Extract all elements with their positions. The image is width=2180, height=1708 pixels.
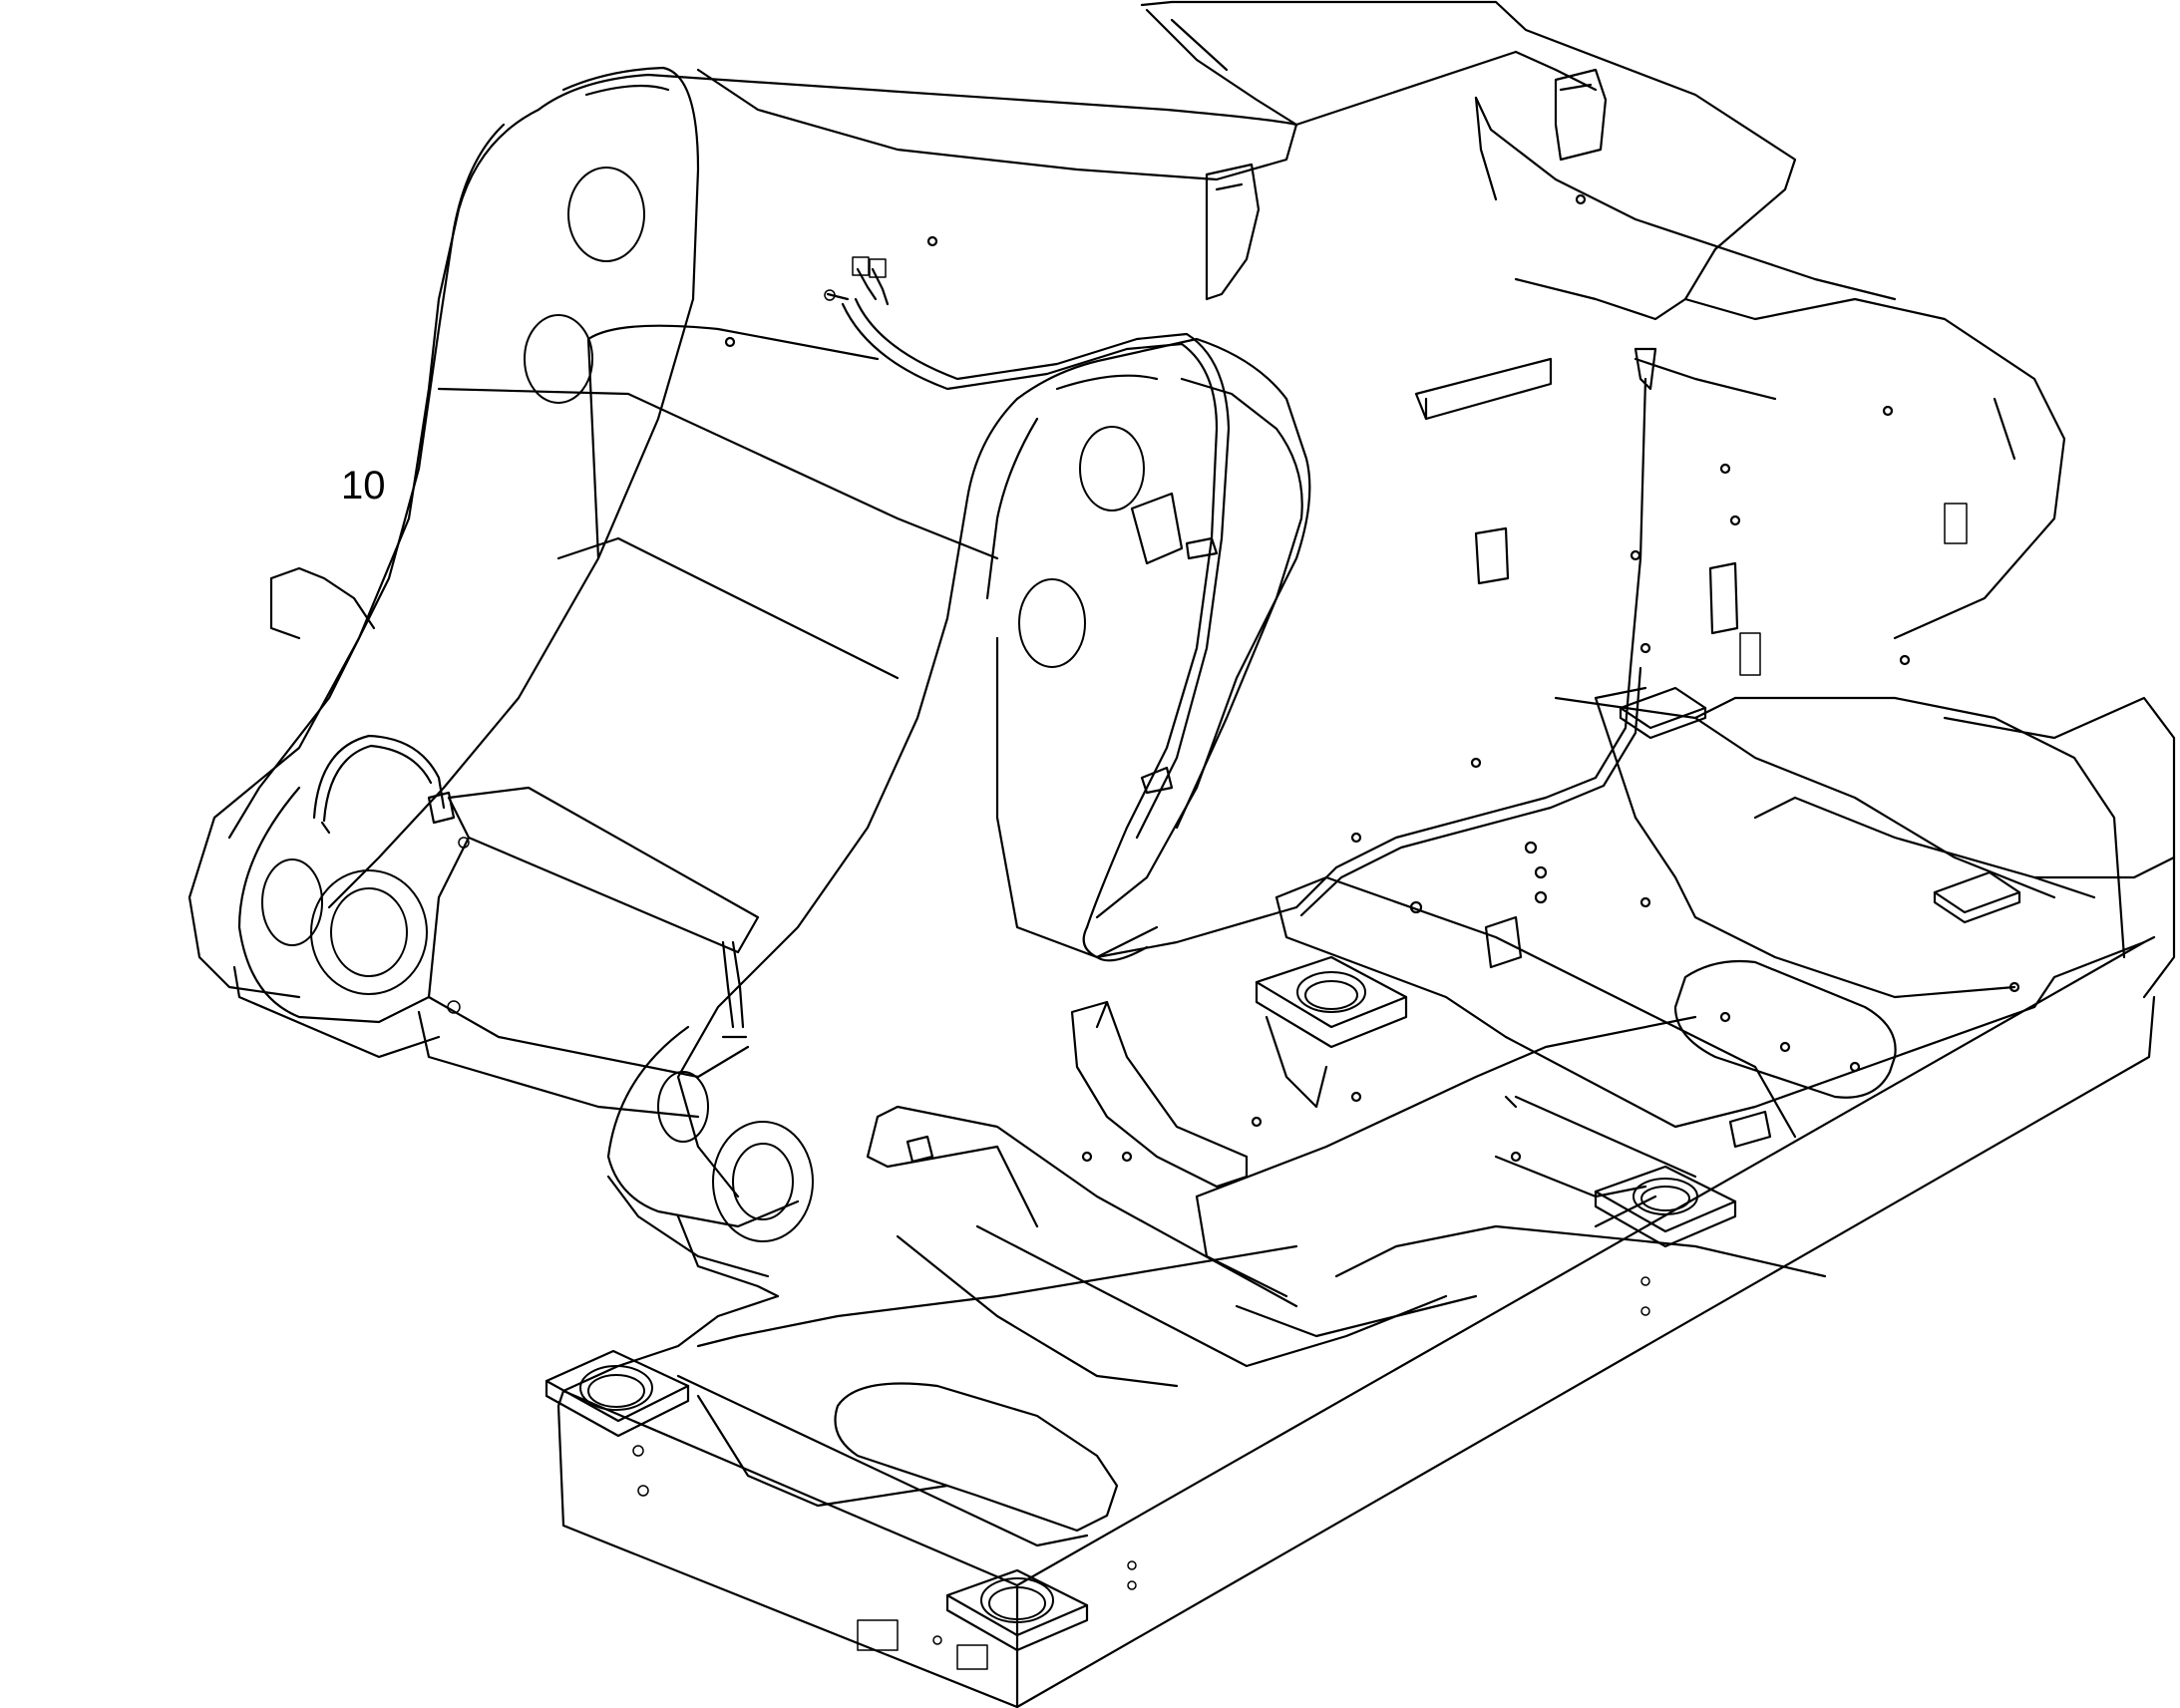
- side-block-1: [1474, 526, 1510, 585]
- left-side-boss: [269, 566, 376, 640]
- flange-housing-center: [1255, 955, 1408, 1109]
- chassis-side-panel: [1693, 696, 2176, 999]
- left-mount-plate: [187, 66, 1298, 999]
- wedge-bracket: [1070, 1000, 1249, 1189]
- flange-housing-right: [1594, 1165, 1737, 1248]
- hose-connectors: [824, 256, 890, 306]
- callout-label: 10: [341, 464, 386, 508]
- frame-bracket-middle: [1205, 163, 1261, 301]
- frame-pad-block: [1414, 357, 1553, 421]
- chassis-lower-cutout: [834, 1382, 1119, 1533]
- frame-bolts: [724, 193, 1911, 844]
- frame-bracket-upper: [1554, 68, 1608, 162]
- front-slots: [632, 1276, 1650, 1670]
- center-cover-plate: [427, 786, 760, 1014]
- flange-housing-left: [545, 1349, 690, 1438]
- right-plate-bracket: [1130, 492, 1184, 565]
- right-lower-plate: [606, 1025, 800, 1298]
- side-plate-slot-2: [1739, 632, 1761, 676]
- flange-housing-front: [945, 1568, 1089, 1652]
- upper-frame-rear: [696, 0, 2066, 640]
- left-lower-plate: [232, 786, 750, 1119]
- hose-harness: [312, 297, 1657, 1039]
- main-chassis: [556, 686, 2156, 1708]
- chassis-holes: [1081, 841, 2020, 1163]
- cross-member-pads: [906, 686, 2021, 1164]
- chassis-cutout-window: [1673, 959, 1897, 1099]
- side-block-2: [1708, 561, 1739, 635]
- side-plate-slot-1: [1944, 503, 1968, 544]
- right-mount-plate: [657, 337, 1311, 1242]
